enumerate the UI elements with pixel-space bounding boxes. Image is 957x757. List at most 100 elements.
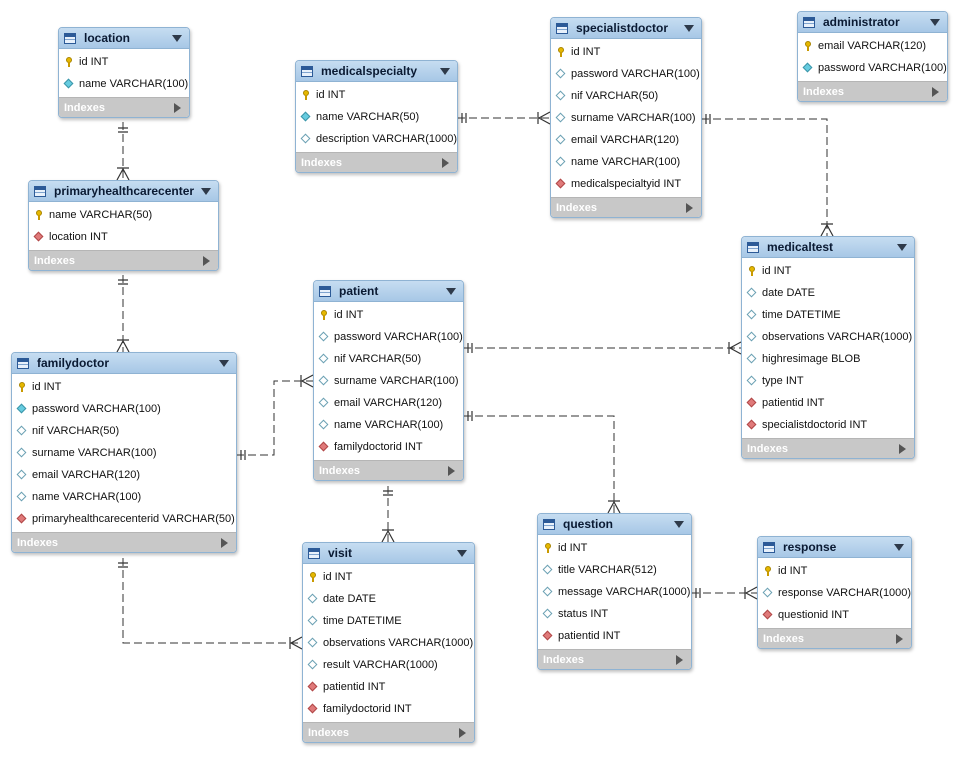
column-row[interactable]: name VARCHAR(50) [296, 106, 457, 128]
column-row[interactable]: name VARCHAR(100) [12, 486, 236, 508]
column-row[interactable]: id INT [12, 376, 236, 398]
column-row[interactable]: id INT [551, 41, 701, 63]
expand-arrow-icon[interactable] [221, 537, 228, 548]
collapse-arrow-icon[interactable] [930, 18, 940, 26]
expand-arrow-icon[interactable] [442, 157, 449, 168]
table-header[interactable]: primaryhealthcarecenter [29, 181, 218, 202]
collapse-arrow-icon[interactable] [446, 287, 456, 295]
column-row[interactable]: name VARCHAR(100) [59, 73, 189, 95]
expand-arrow-icon[interactable] [448, 465, 455, 476]
table-header[interactable]: visit [303, 543, 474, 564]
column-row[interactable]: nif VARCHAR(50) [12, 420, 236, 442]
column-row[interactable]: time DATETIME [303, 610, 474, 632]
expand-arrow-icon[interactable] [932, 86, 939, 97]
expand-arrow-icon[interactable] [676, 654, 683, 665]
column-row[interactable]: observations VARCHAR(1000) [303, 632, 474, 654]
column-row[interactable]: title VARCHAR(512) [538, 559, 691, 581]
indexes-section[interactable]: Indexes [538, 649, 691, 669]
column-row[interactable]: primaryhealthcarecenterid VARCHAR(50) [12, 508, 236, 530]
column-row[interactable]: location INT [29, 226, 218, 248]
column-row[interactable]: email VARCHAR(120) [551, 129, 701, 151]
indexes-section[interactable]: Indexes [551, 197, 701, 217]
indexes-section[interactable]: Indexes [314, 460, 463, 480]
column-row[interactable]: type INT [742, 370, 914, 392]
indexes-section[interactable]: Indexes [59, 97, 189, 117]
column-row[interactable]: medicalspecialtyid INT [551, 173, 701, 195]
indexes-section[interactable]: Indexes [29, 250, 218, 270]
column-row[interactable]: email VARCHAR(120) [798, 35, 947, 57]
expand-arrow-icon[interactable] [203, 255, 210, 266]
collapse-arrow-icon[interactable] [172, 34, 182, 42]
column-row[interactable]: password VARCHAR(100) [551, 63, 701, 85]
expand-arrow-icon[interactable] [899, 443, 906, 454]
table-header[interactable]: medicalspecialty [296, 61, 457, 82]
table-header[interactable]: patient [314, 281, 463, 302]
column-row[interactable]: questionid INT [758, 604, 911, 626]
column-row[interactable]: familydoctorid INT [314, 436, 463, 458]
collapse-arrow-icon[interactable] [440, 67, 450, 75]
column-row[interactable]: name VARCHAR(100) [314, 414, 463, 436]
indexes-section[interactable]: Indexes [303, 722, 474, 742]
column-row[interactable]: result VARCHAR(1000) [303, 654, 474, 676]
column-row[interactable]: id INT [538, 537, 691, 559]
table-header[interactable]: medicaltest [742, 237, 914, 258]
column-row[interactable]: email VARCHAR(120) [314, 392, 463, 414]
column-row[interactable]: patientid INT [303, 676, 474, 698]
table-header[interactable]: administrator [798, 12, 947, 33]
collapse-arrow-icon[interactable] [684, 24, 694, 32]
column-row[interactable]: name VARCHAR(100) [551, 151, 701, 173]
column-row[interactable]: id INT [758, 560, 911, 582]
indexes-section[interactable]: Indexes [296, 152, 457, 172]
column-row[interactable]: surname VARCHAR(100) [551, 107, 701, 129]
column-row[interactable]: password VARCHAR(100) [314, 326, 463, 348]
column-row[interactable]: patientid INT [538, 625, 691, 647]
collapse-arrow-icon[interactable] [897, 243, 907, 251]
column-row[interactable]: familydoctorid INT [303, 698, 474, 720]
table-header[interactable]: question [538, 514, 691, 535]
column-row[interactable]: status INT [538, 603, 691, 625]
column-row[interactable]: patientid INT [742, 392, 914, 414]
expand-arrow-icon[interactable] [896, 633, 903, 644]
column-row[interactable]: response VARCHAR(1000) [758, 582, 911, 604]
table-header[interactable]: familydoctor [12, 353, 236, 374]
column-row[interactable]: name VARCHAR(50) [29, 204, 218, 226]
column-row[interactable]: id INT [742, 260, 914, 282]
collapse-arrow-icon[interactable] [894, 543, 904, 551]
column-row[interactable]: id INT [314, 304, 463, 326]
column-row[interactable]: specialistdoctorid INT [742, 414, 914, 436]
collapse-arrow-icon[interactable] [674, 520, 684, 528]
column-row[interactable]: highresimage BLOB [742, 348, 914, 370]
expand-arrow-icon[interactable] [174, 102, 181, 113]
table-header[interactable]: response [758, 537, 911, 558]
column-row[interactable]: description VARCHAR(1000) [296, 128, 457, 150]
indexes-section[interactable]: Indexes [742, 438, 914, 458]
column-row[interactable]: password VARCHAR(100) [798, 57, 947, 79]
column-row[interactable]: nif VARCHAR(50) [551, 85, 701, 107]
column-row[interactable]: id INT [303, 566, 474, 588]
column-row[interactable]: id INT [296, 84, 457, 106]
column-row[interactable]: observations VARCHAR(1000) [742, 326, 914, 348]
indexes-section[interactable]: Indexes [12, 532, 236, 552]
column-row[interactable]: message VARCHAR(1000) [538, 581, 691, 603]
collapse-arrow-icon[interactable] [201, 187, 211, 195]
column-row[interactable]: time DATETIME [742, 304, 914, 326]
indexes-section[interactable]: Indexes [798, 81, 947, 101]
collapse-arrow-icon[interactable] [219, 359, 229, 367]
column-row[interactable]: date DATE [742, 282, 914, 304]
column-row[interactable]: surname VARCHAR(100) [314, 370, 463, 392]
indexes-section[interactable]: Indexes [758, 628, 911, 648]
expand-arrow-icon[interactable] [686, 202, 693, 213]
column-row[interactable]: nif VARCHAR(50) [314, 348, 463, 370]
column-row[interactable]: password VARCHAR(100) [12, 398, 236, 420]
